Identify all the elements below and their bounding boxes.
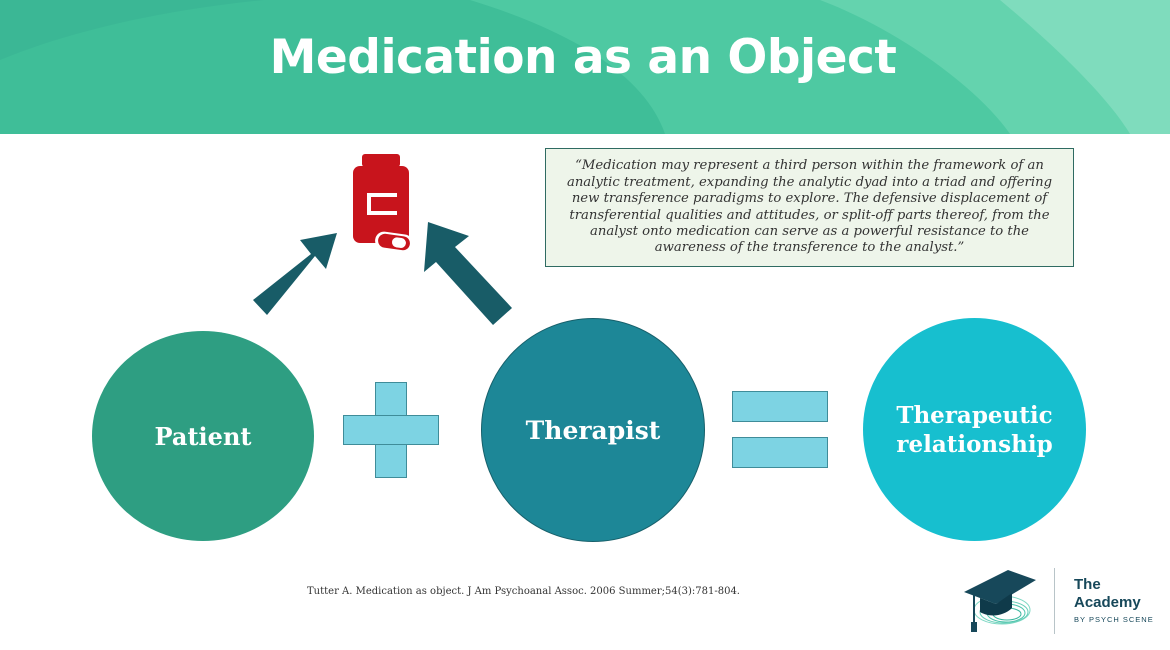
quote-box: “Medication may represent a third person… <box>545 148 1074 267</box>
logo-line2: Academy <box>1074 594 1141 611</box>
plus-icon <box>343 382 439 478</box>
arrow-icon-left <box>253 233 337 315</box>
medication-bottle-icon <box>353 154 413 253</box>
logo-line1: The <box>1074 576 1101 593</box>
therapist-label: Therapist <box>525 415 661 445</box>
patient-circle: Patient <box>92 331 314 541</box>
relationship-label-line2: relationship <box>896 430 1053 458</box>
relationship-label-line1: Therapeutic <box>896 401 1053 429</box>
page-title: Medication as an Object <box>269 30 897 85</box>
arrow-icon-right <box>424 222 512 325</box>
graduation-cap-icon <box>964 570 1036 632</box>
header-wave-decoration <box>0 0 1170 134</box>
logo-divider <box>1054 568 1055 634</box>
quote-text: “Medication may represent a third person… <box>566 158 1053 256</box>
logo-text: The Academy BY PSYCH SCENE <box>1074 576 1154 624</box>
header-banner: Medication as an Object <box>0 0 1170 134</box>
logo-tagline: BY PSYCH SCENE <box>1074 615 1154 624</box>
therapist-circle: Therapist <box>481 318 705 542</box>
equals-icon-bottom-bar <box>732 437 828 468</box>
therapeutic-relationship-circle: Therapeutic relationship <box>863 318 1086 541</box>
patient-label: Patient <box>154 421 252 451</box>
citation: Tutter A. Medication as object. J Am Psy… <box>307 586 740 597</box>
equals-icon-top-bar <box>732 391 828 422</box>
